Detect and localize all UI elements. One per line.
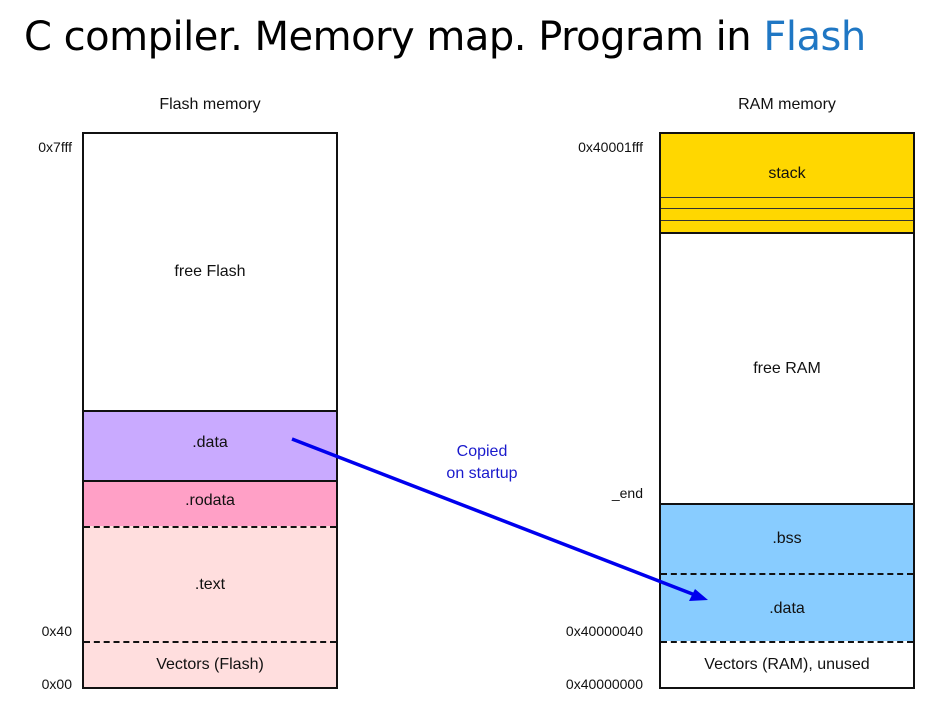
ram-addr-mid: 0x40000040: [565, 623, 643, 639]
flash-memory-label: Flash memory: [159, 96, 261, 113]
flash-seg-text: .text: [84, 526, 336, 641]
ram-seg-stack-label: stack: [768, 165, 806, 182]
stack-frame-line: [661, 208, 913, 209]
ram-seg-vectors: Vectors (RAM), unused: [661, 641, 913, 687]
ram-memory-label: RAM memory: [738, 96, 836, 113]
flash-seg-rodata: .rodata: [84, 480, 336, 526]
ram-seg-free-label: free RAM: [753, 360, 821, 377]
flash-seg-free: free Flash: [84, 134, 336, 410]
ram-seg-bss: .bss: [661, 503, 913, 573]
ram-seg-data-label: .data: [769, 599, 805, 617]
ram-addr-top: 0x40001fff: [578, 139, 643, 155]
ram-memory-map: stack free RAM .bss .data Vectors (RAM),…: [659, 132, 915, 689]
flash-addr-top: 0x7fff: [38, 139, 72, 155]
flash-memory-map: free Flash .data .rodata .text Vectors (…: [82, 132, 338, 689]
ram-seg-free: free RAM: [661, 232, 913, 504]
copy-arrow-head-icon: [689, 589, 708, 601]
ram-seg-bss-label: .bss: [772, 530, 802, 547]
copy-arrow-line: [291, 437, 696, 597]
stack-frame-line: [661, 197, 913, 198]
copied-note-line1: Copied: [456, 443, 508, 460]
flash-addr-bottom: 0x00: [41, 676, 72, 692]
ram-seg-vectors-label: Vectors (RAM), unused: [704, 656, 870, 673]
flash-seg-vectors: Vectors (Flash): [84, 641, 336, 687]
flash-seg-vectors-label: Vectors (Flash): [156, 656, 264, 673]
ram-addr-end: _end: [611, 485, 643, 501]
slide-title: C compiler. Memory map. Program in Flash: [24, 14, 866, 60]
copied-note: Copied on startup: [430, 441, 534, 485]
flash-seg-data: .data: [84, 410, 336, 480]
ram-addr-bottom: 0x40000000: [565, 676, 643, 692]
ram-seg-stack: stack: [661, 134, 913, 232]
title-accent: Flash: [763, 14, 866, 60]
flash-addr-mid: 0x40: [41, 623, 72, 639]
stack-frame-line: [661, 220, 913, 221]
flash-seg-data-label: .data: [192, 434, 228, 451]
copied-note-line2: on startup: [446, 465, 518, 482]
flash-seg-text-label: .text: [194, 575, 226, 593]
flash-seg-free-label: free Flash: [174, 263, 246, 280]
ram-seg-data: .data: [661, 573, 913, 642]
title-main: C compiler. Memory map. Program in: [24, 14, 764, 60]
flash-seg-rodata-label: .rodata: [185, 492, 235, 509]
